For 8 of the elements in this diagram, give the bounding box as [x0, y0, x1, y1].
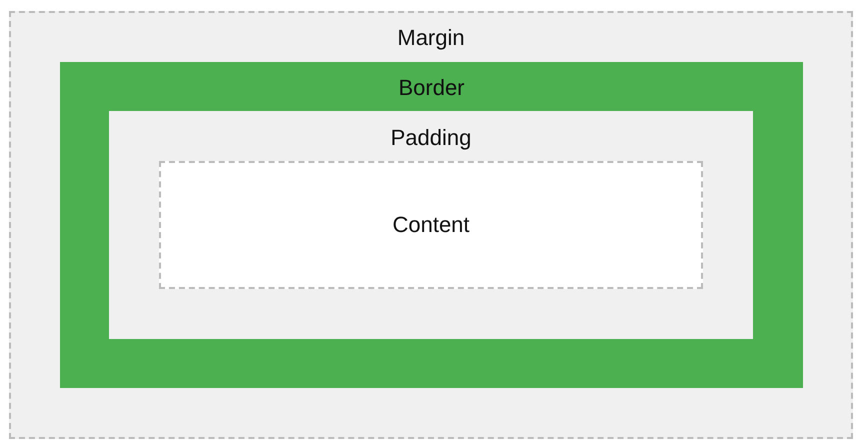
- margin-area: [9, 11, 853, 439]
- content-area: [159, 161, 703, 289]
- border-area: [60, 62, 803, 388]
- padding-label: Padding: [390, 125, 472, 151]
- margin-label: Margin: [397, 25, 465, 51]
- border-label: Border: [398, 75, 465, 101]
- content-label: Content: [392, 212, 470, 238]
- padding-area: [109, 111, 753, 339]
